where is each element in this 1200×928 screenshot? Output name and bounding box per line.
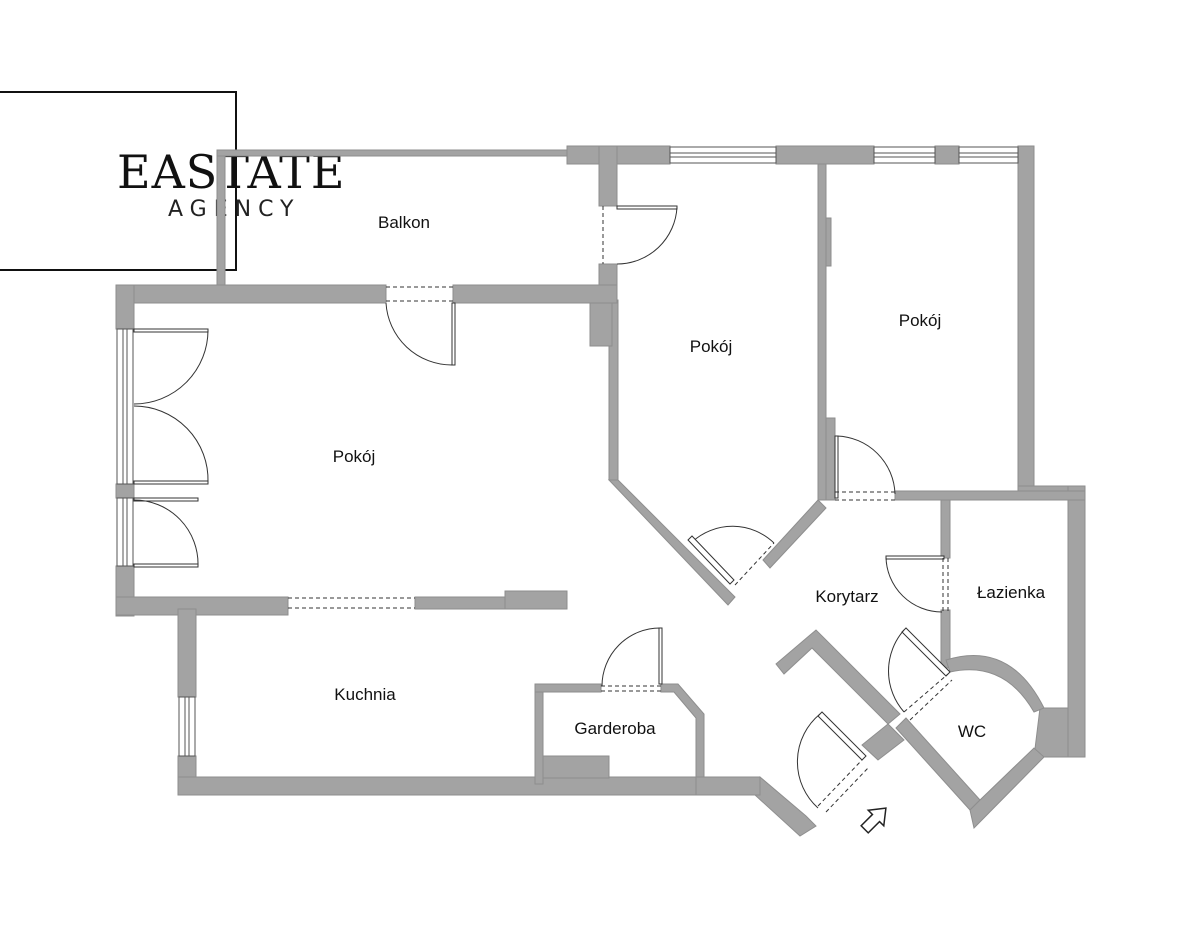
left-wall-mid: [115, 483, 135, 499]
logo: EASTATE AGENCY: [0, 91, 344, 271]
entry-wall-top: [775, 629, 901, 725]
label-kuchnia: Kuchnia: [334, 685, 396, 704]
balcony-wall-top: [216, 149, 568, 157]
label-pokoj-left: Pokój: [333, 447, 376, 466]
garderoba-wall-top: [534, 683, 602, 693]
label-garderoba: Garderoba: [574, 719, 656, 738]
label-lazienka: Łazienka: [977, 583, 1046, 602]
window-left-lower: [116, 497, 134, 567]
wall-middle-diag-right: [762, 499, 827, 569]
logo-frame: [0, 91, 237, 271]
right-wall-upper: [1017, 145, 1035, 492]
label-pokoj-middle: Pokój: [690, 337, 733, 356]
left-wall-top-2: [452, 284, 618, 304]
window-top-right-a: [873, 146, 936, 164]
left-wall-upper: [115, 284, 135, 330]
top-wall-a: [775, 145, 875, 165]
logo-subtitle: AGENCY: [168, 197, 300, 222]
label-pokoj-right: Pokój: [899, 311, 942, 330]
window-top-middle: [669, 146, 777, 164]
wc-wall-curve: [945, 655, 1045, 713]
wall-middle-diagonal: [607, 479, 736, 606]
doors: [133, 205, 953, 813]
right-wall-corner: [1033, 707, 1069, 758]
balcony-wall-left: [216, 149, 226, 291]
walls: [115, 145, 1086, 837]
right-wall-lower: [1067, 485, 1086, 758]
entrance-arrow-icon: [860, 807, 887, 834]
kitchen-divider-step: [504, 590, 568, 610]
left-wall-top: [115, 284, 387, 304]
kitchen-wall-left-upper: [177, 608, 197, 698]
window-left-upper: [116, 328, 134, 485]
wall-right-bottom: [894, 490, 1086, 501]
bottom-wall-right: [695, 776, 761, 796]
wall-mid-right-low: [825, 417, 836, 501]
wc-wall-lower-right: [969, 747, 1045, 830]
left-wall-bottom: [115, 596, 289, 616]
label-wc: WC: [958, 722, 986, 741]
label-balkon: Balkon: [378, 213, 430, 232]
top-wall-b: [934, 145, 960, 165]
wall-middle-stub: [589, 299, 613, 347]
garderoba-wall-left: [534, 683, 544, 785]
room-labels: Balkon Pokój Pokój Pokój Korytarz Łazien…: [333, 213, 1046, 741]
bottom-wall: [177, 776, 761, 796]
label-korytarz: Korytarz: [815, 587, 878, 606]
bath-wall-left: [940, 499, 951, 559]
window-kitchen: [178, 696, 196, 757]
wall-mid-right: [817, 163, 827, 501]
wall-middle-upper: [598, 145, 618, 207]
wall-mid-right-stub: [825, 217, 832, 267]
balcony-wall-top-step: [566, 145, 671, 165]
bottom-wall-diag: [754, 776, 817, 837]
garderoba-wall-top-right: [660, 683, 705, 778]
entry-wall-jamb: [861, 723, 905, 761]
windows: [116, 146, 1019, 757]
garderoba-bottom-block: [542, 755, 610, 779]
window-top-right-b: [958, 146, 1019, 164]
